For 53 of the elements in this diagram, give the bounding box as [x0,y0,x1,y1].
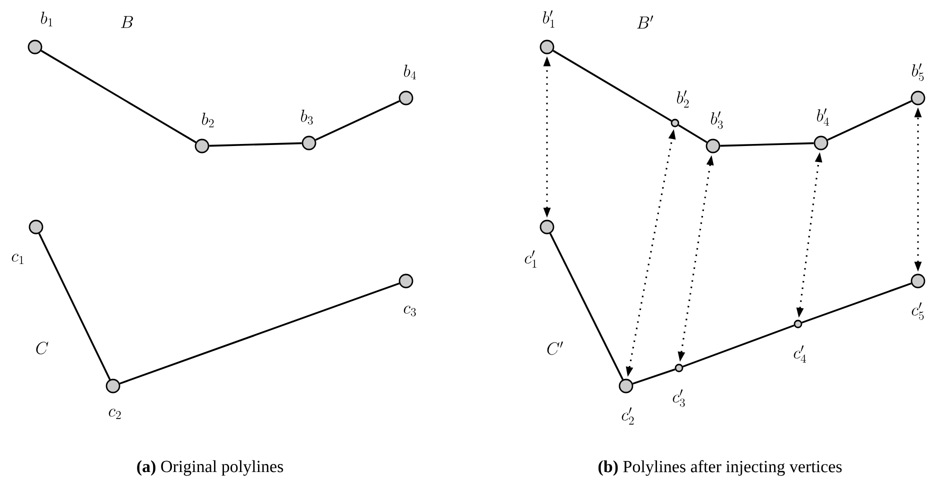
subfigure-caption: (a) Original polylines [137,460,284,476]
polyline-segment [40,50,196,144]
vertex-label: $b'_2$ [677,90,689,108]
polyline-segment [827,100,912,141]
polyline-segment [38,233,111,380]
vertex-label: $b'_3$ [711,111,723,129]
polyline-name: $B$ [120,16,133,28]
polyline-segment [552,50,672,122]
vertex-label: $c'_3$ [672,389,685,407]
vertex-dot [540,220,554,234]
polyline-segment [802,282,912,324]
subfigure-caption: (b) Polylines after injecting vertices [598,460,842,476]
vertex-dot [302,136,316,150]
polyline-name: $C'$ [547,341,563,355]
vertex-dot [28,220,44,234]
vertex-dot [670,118,680,128]
vertex-label: $b_3$ [301,110,313,125]
vertex-label: $b_1$ [41,12,52,26]
polyline-segment [678,124,708,144]
vertex-label: $b'_4$ [817,108,829,126]
vertex-label: $c_1$ [12,254,24,264]
vertex-dot [794,320,802,328]
polyline-name: $C$ [36,342,48,354]
vertex-dot [398,90,414,106]
polyline-segment [119,282,400,384]
vertex-label: $b_4$ [404,64,416,80]
vertex-label: $c_2$ [108,408,121,419]
vertex-label: $b'_5$ [912,63,924,81]
polyline-segment [632,368,676,385]
polyline-segment [682,324,794,368]
polyline-name: $B'$ [637,15,654,28]
vertex-dot [618,378,634,394]
vertex-dot [910,90,926,106]
vertex-dot [706,138,720,154]
polyline-segment [209,142,302,147]
polyline-segment [549,233,624,380]
vertex-label: $c'_2$ [622,407,634,425]
vertex-label: $b_2$ [202,112,214,128]
polyline-segment [315,100,400,141]
vertex-dot [674,364,684,372]
vertex-dot [814,136,828,150]
vertex-dot [106,378,120,394]
vertex-dot [194,138,210,154]
vertex-label: $c'_5$ [912,302,924,320]
vertex-dot [398,274,414,288]
vertex-dot [540,40,554,54]
vertex-dot [910,274,926,288]
vertex-label: $b'_1$ [543,10,554,28]
polyline-segment [720,142,814,147]
vertex-dot [28,40,42,54]
vertex-label: $c'_1$ [524,250,536,268]
vertex-label: $c_3$ [404,306,416,316]
vertex-label: $c'_4$ [794,345,806,363]
